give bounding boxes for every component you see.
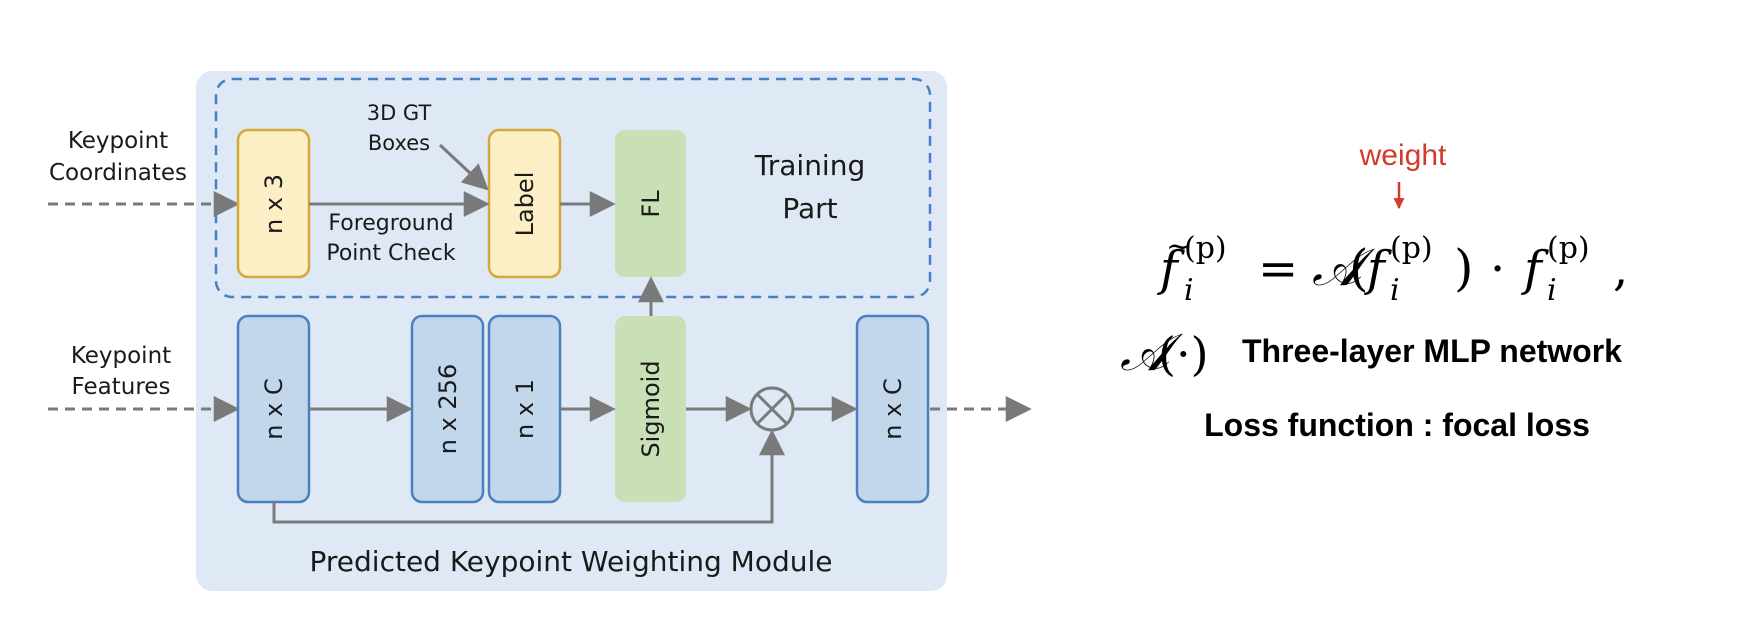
module-background	[196, 71, 947, 591]
formula-lhs-sub: i	[1184, 273, 1194, 308]
skip-connection-arrow	[272, 429, 785, 524]
module-title: Predicted Keypoint Weighting Module	[310, 545, 833, 578]
fg-check-label-line1: Foreground	[328, 211, 453, 236]
mlp-description: Three-layer MLP network	[1242, 333, 1622, 369]
weight-annotation: weight	[1359, 139, 1447, 172]
fl-box	[615, 130, 686, 277]
nC-output-box-label: n x C	[879, 378, 907, 439]
training-part-title-line1: Training	[754, 149, 865, 182]
training-part-title-line2: Part	[782, 192, 837, 225]
fg-check-label-line2: Point Check	[326, 241, 456, 266]
sigmoid-box-label: Sigmoid	[637, 360, 665, 457]
formula-close-paren: )	[1454, 239, 1474, 297]
coordinates-label-line2: Coordinates	[49, 160, 187, 186]
n256-box-label: n x 256	[434, 364, 462, 454]
loss-description: Loss function : focal loss	[1204, 407, 1590, 443]
nC-input-box-label: n x C	[260, 378, 288, 439]
n3-box-label: n x 3	[260, 174, 288, 234]
fl-box-label: FL	[637, 190, 665, 218]
formula-comma: ,	[1613, 241, 1628, 297]
formula-equals: =	[1258, 241, 1298, 297]
formula-inner-sub: i	[1390, 273, 1400, 308]
features-label-line1: Keypoint	[71, 343, 171, 369]
formula-rhs-sub: i	[1547, 273, 1557, 308]
gt-boxes-arrow	[438, 143, 489, 191]
gt-boxes-label-line2: Boxes	[368, 131, 430, 155]
formula-inner-f: f	[1364, 241, 1392, 297]
formula-rhs-sup: (p)	[1547, 231, 1590, 266]
features-label-line2: Features	[72, 374, 171, 400]
mlp-A-args: (·)	[1158, 327, 1209, 381]
training-part-region	[214, 77, 932, 299]
formula-dot: ·	[1490, 241, 1505, 297]
formula-rhs-f: f	[1521, 241, 1549, 297]
weighting-formula: f ~ i (p) = 𝒜 ( f i (p) ) · f i (p) ,	[1157, 229, 1628, 308]
formula-lhs-sup: (p)	[1184, 231, 1227, 266]
formula-inner-sup: (p)	[1390, 231, 1433, 266]
n1-box-label: n x 1	[511, 379, 539, 439]
label-box-label: Label	[511, 172, 539, 237]
sigmoid-box	[615, 316, 686, 502]
multiply-icon-stroke-b	[755, 392, 789, 426]
gt-boxes-label-line1: 3D GT	[367, 101, 432, 125]
formula-open-paren: (	[1349, 239, 1369, 297]
coordinates-label-line1: Keypoint	[68, 128, 168, 154]
formula-lhs-tilde: ~	[1166, 229, 1191, 264]
